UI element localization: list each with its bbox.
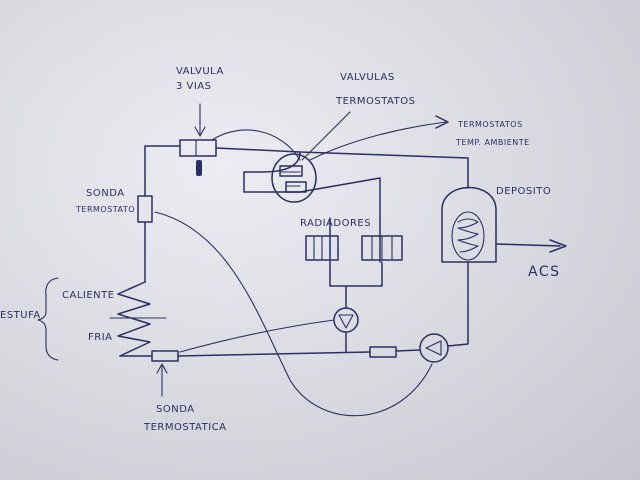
label-caliente: CALIENTE [62,290,115,301]
sonda-termostatica-probe [151,350,179,397]
pump-radiator-circle [333,307,359,333]
valve-group-circle [271,153,317,203]
radiators [305,235,403,261]
label-valvulas-termostatos-1: VALVULAS [340,72,395,83]
pipe-bottom-mid [177,351,371,357]
probe-body-lower [151,350,179,362]
tank-coil [457,218,479,253]
radiator-right [361,235,403,261]
tank-inner [451,211,485,261]
label-sonda-termostatica-2: TERMOSTATICA [143,422,227,433]
probe-body-upper [137,195,153,223]
label-acs: ACS [528,264,561,280]
pump-tank [419,333,449,363]
label-termostatos-ambiente-2: TEMP. AMBIENTE [455,138,530,147]
ambient-arrow-head [435,115,449,129]
inline-fitting [369,346,397,358]
valve-actuator [196,160,202,176]
thermostatic-valves [271,111,351,203]
three-way-valve [179,103,217,176]
pipe-top-right [215,147,469,189]
pipe-to-tank-return [447,261,469,347]
wire-valve-arc [211,129,301,161]
label-valvulas-termostatos-2: TERMOSTATOS [335,96,415,107]
sonda-termostato-probe [137,195,153,223]
diagram-labels: VALVULA 3 VIAS VALVULAS TERMOSTATOS TERM… [0,66,561,433]
radiator-left [305,235,339,261]
label-valvula-3-vias-2: 3 VIAS [176,81,212,92]
label-radiadores: RADIADORES [300,218,371,229]
pump-tank-triangle [425,340,442,356]
pipe-bottom-right [395,349,421,352]
pipe-valve-loop [243,151,381,263]
label-sonda-termostatica-1: SONDA [156,404,195,415]
radiator-right-fins [371,235,393,261]
label-termostatos-ambiente-1: TERMOSTATOS [457,120,523,129]
label-valvula-3-vias-1: VALVULA [176,66,224,77]
tank-shell [441,186,497,263]
deposito-tank [441,186,497,263]
control-wires [154,115,449,417]
label-estufa: ESTUFA [0,310,41,321]
pipe-sonda-loop [179,319,335,353]
wire-sonda-to-pump [154,211,433,417]
pump-radiator-triangle [338,314,354,329]
label-sonda-termostato-2: TERMOSTATO [75,205,135,214]
thermo-pointer-line [301,111,351,161]
estufa-coil [117,281,151,357]
label-deposito: DEPOSITO [496,186,551,197]
pipe-network [119,145,567,357]
wire-to-ambient [309,121,447,161]
thermo-valve-upper [279,165,303,177]
valve-pointer-head [194,126,206,137]
acs-arrow-head [549,239,567,253]
estufa-brace [37,277,59,361]
label-sonda-termostato-1: SONDA [86,188,125,199]
thermo-valve-lower [285,181,307,193]
pump-tank-circle [419,333,449,363]
pipe-acs-outlet [495,243,561,247]
estufa [37,277,167,361]
pump-radiator [333,307,359,333]
probe-lower-pointer-head [156,363,168,374]
radiator-left-fins [313,235,331,261]
label-fria: FRIA [88,332,113,343]
valve-body [179,139,217,157]
